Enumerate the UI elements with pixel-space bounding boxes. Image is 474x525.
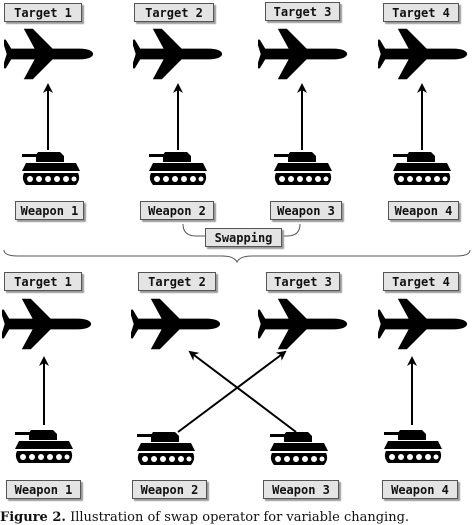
airplane-icon xyxy=(258,298,348,350)
tank-icon xyxy=(15,430,73,463)
figure-caption-text: Illustration of swap operator for variab… xyxy=(65,510,410,525)
swap-arrow xyxy=(177,350,287,433)
tank-icon xyxy=(384,430,442,463)
tank-icon xyxy=(270,432,328,465)
swap-bracket xyxy=(182,223,205,237)
weapon-label: Weapon 3 xyxy=(263,480,339,499)
airplane-icon xyxy=(378,28,468,80)
tank-icon xyxy=(137,432,195,465)
target-label: Target 3 xyxy=(266,272,340,291)
target-label: Target 2 xyxy=(134,3,214,22)
tank-icon xyxy=(22,152,80,185)
airplane-icon xyxy=(258,28,348,80)
target-label: Target 1 xyxy=(4,3,82,22)
airplane-icon xyxy=(378,298,468,350)
swap-arrow xyxy=(188,350,297,433)
weapon-label: Weapon 1 xyxy=(15,201,84,220)
tank-icon xyxy=(149,152,207,185)
airplane-icon xyxy=(2,298,92,350)
target-label: Target 4 xyxy=(383,3,459,22)
target-label: Target 2 xyxy=(138,272,216,291)
target-label: Target 1 xyxy=(4,272,82,291)
weapon-label: Weapon 2 xyxy=(132,480,207,499)
airplane-icon xyxy=(133,28,223,80)
target-label: Target 4 xyxy=(383,272,459,291)
airplane-icon xyxy=(4,28,94,80)
airplane-icon xyxy=(131,298,221,350)
figure-label: Figure 2. xyxy=(0,510,66,525)
tank-icon xyxy=(274,152,332,185)
tank-icon xyxy=(393,152,451,185)
weapon-label: Weapon 1 xyxy=(6,480,81,499)
weapon-label: Weapon 4 xyxy=(388,201,459,220)
panel-brace xyxy=(3,249,471,264)
swap-bracket xyxy=(282,223,301,237)
swapping-label: Swapping xyxy=(205,228,282,247)
weapon-label: Weapon 2 xyxy=(140,201,214,220)
target-label: Target 3 xyxy=(265,2,340,21)
weapon-label: Weapon 3 xyxy=(270,201,342,220)
figure-caption: Figure 2. Illustration of swap operator … xyxy=(0,510,409,525)
weapon-label: Weapon 4 xyxy=(382,480,458,499)
